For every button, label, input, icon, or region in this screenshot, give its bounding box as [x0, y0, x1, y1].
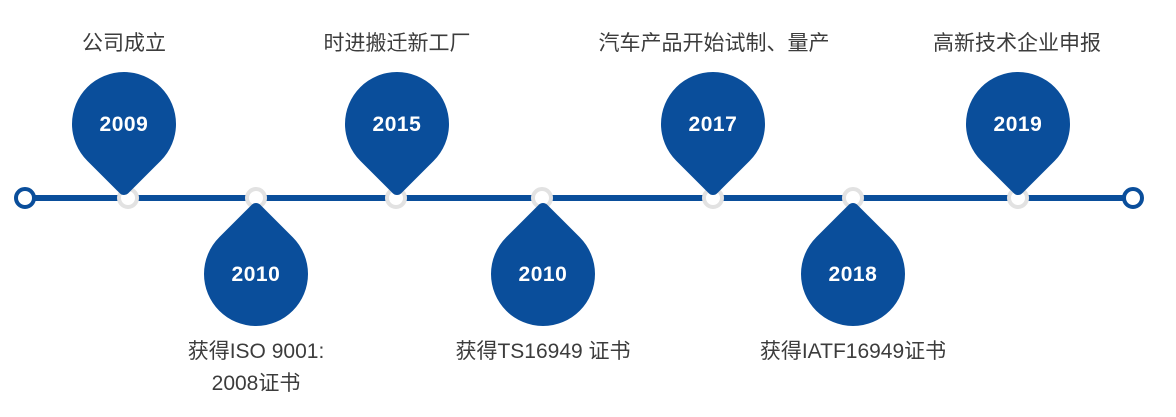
caption-line-1: 获得ISO 9001: — [187, 340, 325, 363]
event-caption-2018: 获得IATF16949证书 — [759, 340, 947, 363]
event-caption-2009: 公司成立 — [82, 32, 166, 55]
event-pin-2015[interactable]: 2015 — [323, 50, 471, 198]
event-pin-2010-ts[interactable]: 2010 — [469, 200, 617, 348]
event-year-label: 2015 — [372, 112, 422, 136]
event-year-label: 2017 — [688, 112, 738, 136]
event-caption-2019: 高新技术企业申报 — [933, 32, 1101, 55]
event-caption-2015: 时进搬迁新工厂 — [323, 32, 471, 55]
event-caption-2010-iso: 获得ISO 9001: 2008证书 — [126, 336, 386, 400]
event-year-label: 2010 — [231, 262, 281, 286]
event-year-label: 2019 — [993, 112, 1043, 136]
timeline-start-endpoint — [14, 187, 36, 209]
event-year-label: 2009 — [99, 112, 149, 136]
event-year-label: 2018 — [828, 262, 878, 286]
event-pin-2018[interactable]: 2018 — [779, 200, 927, 348]
event-pin-2017[interactable]: 2017 — [639, 50, 787, 198]
event-pin-2019[interactable]: 2019 — [944, 50, 1092, 198]
event-pin-2010-iso[interactable]: 2010 — [182, 200, 330, 348]
event-caption-2010-ts: 获得TS16949 证书 — [455, 340, 631, 363]
event-year-label: 2010 — [518, 262, 568, 286]
timeline-axis-line — [25, 195, 1133, 201]
timeline-end-endpoint — [1122, 187, 1144, 209]
caption-line-2: 2008证书 — [211, 372, 301, 395]
event-pin-2009[interactable]: 2009 — [50, 50, 198, 198]
event-caption-2017: 汽车产品开始试制、量产 — [598, 32, 830, 55]
